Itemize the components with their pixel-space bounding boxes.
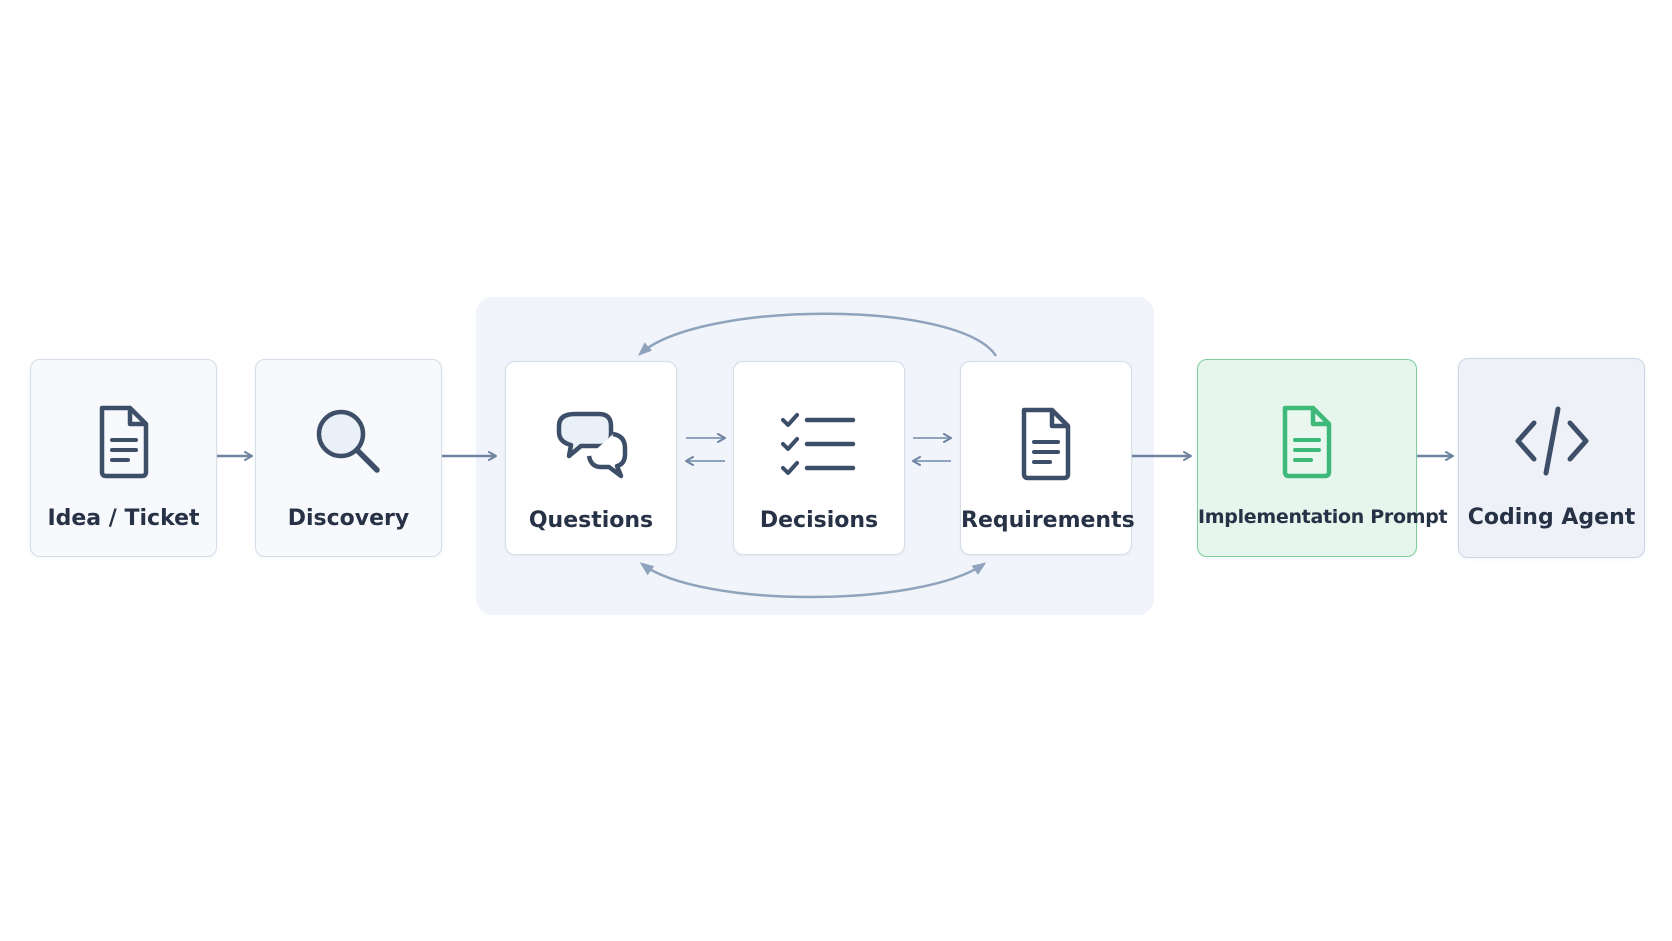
code-brackets-icon (1515, 406, 1588, 476)
document-icon (1282, 405, 1332, 479)
node-decisions: Decisions (733, 361, 905, 555)
node-implementation-prompt: Implementation Prompt (1197, 359, 1448, 557)
node-questions: Questions (505, 361, 677, 555)
node-idea-ticket: Idea / Ticket (30, 359, 217, 557)
node-discovery: Discovery (255, 359, 442, 557)
loop-arrow-requirements-to-questions (637, 312, 998, 357)
node-label: Implementation Prompt (1198, 506, 1448, 528)
node-label: Requirements (961, 508, 1135, 533)
node-label: Questions (528, 508, 654, 533)
node-label: Decisions (759, 508, 879, 533)
node-label: Coding Agent (1467, 505, 1636, 530)
node-requirements: Requirements (960, 361, 1135, 555)
node-label: Idea / Ticket (47, 506, 200, 531)
loop-arrow-questions-requirements (639, 562, 987, 599)
node-coding-agent: Coding Agent (1458, 358, 1645, 558)
speech-bubbles-icon (556, 411, 628, 479)
document-icon (1021, 407, 1071, 481)
magnifier-icon (316, 409, 380, 473)
checklist-icon (781, 413, 856, 475)
document-icon (99, 405, 148, 479)
node-label: Discovery (287, 506, 410, 531)
